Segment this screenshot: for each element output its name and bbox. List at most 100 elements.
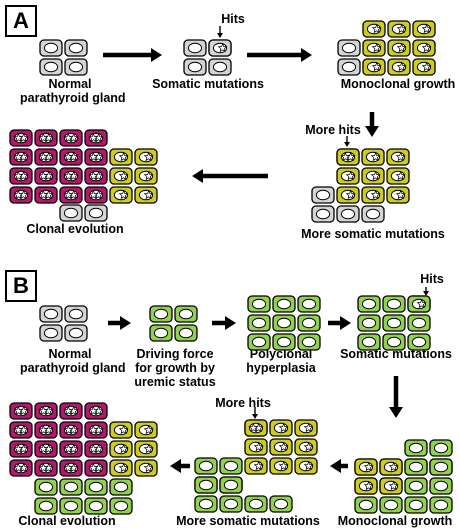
nucleus — [187, 42, 203, 54]
mutation-star — [118, 443, 129, 454]
arrow-head — [340, 316, 351, 330]
mutation-star — [88, 405, 99, 416]
nucleus — [251, 317, 267, 329]
mutation-star — [88, 443, 99, 454]
mutation-star — [118, 151, 129, 162]
nucleus — [248, 498, 264, 510]
panel-b-polyclonal-label: Polyclonal hyperplasia — [246, 347, 316, 375]
mutation-star — [340, 151, 351, 162]
nucleus — [43, 327, 59, 339]
mutation-star — [13, 462, 24, 473]
nucleus — [383, 499, 399, 511]
nucleus — [365, 208, 381, 220]
panel-b-driving-force-label: Driving force for growth by uremic statu… — [134, 347, 216, 389]
mutation-star — [371, 42, 382, 53]
panel-a-hits-annotation: Hits — [221, 12, 245, 26]
nucleus — [88, 481, 104, 493]
mutation-star — [396, 23, 407, 34]
nucleus — [358, 499, 374, 511]
mutation-star — [38, 132, 49, 143]
mutation-star — [88, 132, 99, 143]
nucleus — [63, 481, 79, 493]
nucleus — [301, 336, 317, 348]
mutation-star — [303, 422, 314, 433]
panel-b-monoclonal-label: Monoclonal growth — [337, 514, 453, 528]
mutation-star — [253, 460, 264, 471]
nucleus — [408, 461, 424, 473]
nucleus — [386, 317, 402, 329]
panel-a-more-somatic-label: More somatic mutations — [301, 227, 445, 241]
mutation-star — [370, 170, 381, 181]
nucleus — [408, 499, 424, 511]
panel-b-label: B — [5, 270, 37, 302]
nucleus — [223, 498, 239, 510]
nucleus — [68, 61, 84, 73]
nucleus — [386, 336, 402, 348]
mutation-star — [13, 132, 24, 143]
mutation-star — [371, 23, 382, 34]
mutation-star — [38, 443, 49, 454]
panel-a-clonal-evolution-label: Clonal evolution — [26, 222, 124, 236]
nucleus — [411, 336, 427, 348]
panel-a-normal-label: Normal parathyroid gland — [20, 77, 126, 105]
panel-b-more-hits-annotation: More hits — [215, 396, 271, 410]
nucleus — [341, 61, 357, 73]
hit-pointer-head — [217, 33, 223, 38]
mutation-star — [118, 462, 129, 473]
mutation-star — [88, 170, 99, 181]
nucleus — [361, 317, 377, 329]
nucleus — [433, 499, 449, 511]
nucleus — [361, 298, 377, 310]
hit-pointer-head — [344, 142, 350, 147]
nucleus — [68, 308, 84, 320]
mutation-star — [217, 42, 228, 53]
mutation-star — [345, 189, 356, 200]
mutation-star — [88, 189, 99, 200]
mutation-star — [370, 189, 381, 200]
arrow-head — [170, 459, 181, 473]
nucleus — [315, 208, 331, 220]
mutation-star — [363, 480, 374, 491]
mutation-star — [38, 405, 49, 416]
mutation-star — [63, 424, 74, 435]
nucleus — [276, 336, 292, 348]
mutation-star — [371, 61, 382, 72]
nucleus — [341, 42, 357, 54]
mutation-star — [38, 151, 49, 162]
nucleus — [276, 298, 292, 310]
arrow-head — [389, 407, 403, 418]
nucleus — [153, 327, 169, 339]
panel-a-somatic-label: Somatic mutations — [152, 77, 264, 91]
mutation-star — [38, 424, 49, 435]
mutation-star — [396, 42, 407, 53]
nucleus — [178, 308, 194, 320]
nucleus — [433, 442, 449, 454]
mutation-star — [303, 441, 314, 452]
nucleus — [113, 481, 129, 493]
mutation-star — [118, 189, 129, 200]
mutation-star — [303, 460, 314, 471]
nucleus — [212, 61, 228, 73]
mutation-star — [63, 443, 74, 454]
nucleus — [68, 42, 84, 54]
mutation-star — [118, 170, 129, 181]
mutation-star — [88, 462, 99, 473]
mutation-star — [388, 461, 399, 472]
nucleus — [315, 189, 331, 201]
arrow-head — [330, 459, 341, 473]
mutation-star — [370, 151, 381, 162]
mutation-star — [416, 298, 427, 309]
mutation-star — [38, 189, 49, 200]
arrow-head — [192, 169, 203, 183]
mutation-star — [13, 189, 24, 200]
nucleus — [178, 327, 194, 339]
mutation-star — [38, 462, 49, 473]
mutation-star — [143, 424, 154, 435]
nucleus — [198, 498, 214, 510]
nucleus — [187, 61, 203, 73]
mutation-star — [421, 61, 432, 72]
mutation-star — [388, 480, 399, 491]
nucleus — [88, 500, 104, 512]
mutation-star — [421, 23, 432, 34]
mutation-star — [396, 61, 407, 72]
